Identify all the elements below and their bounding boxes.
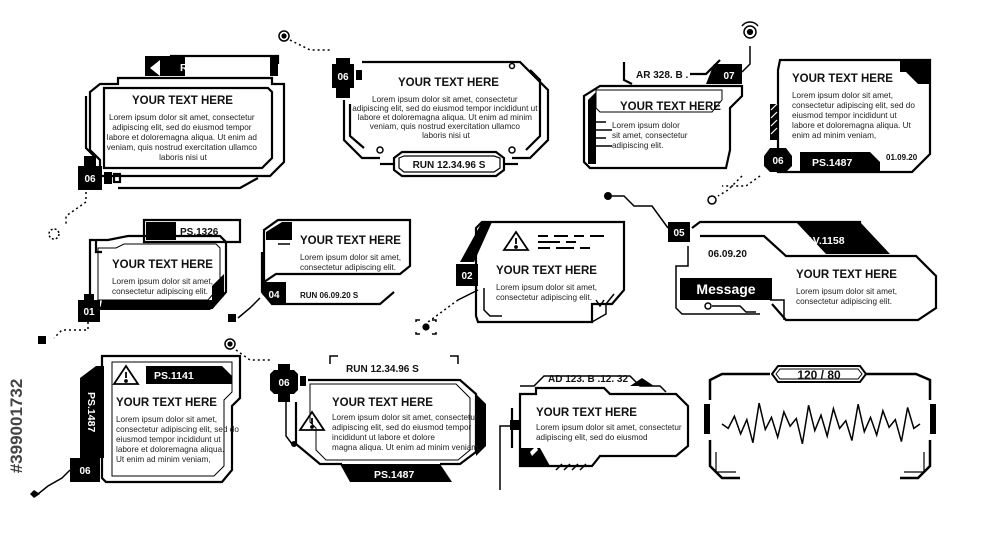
frame-5-title: YOUR TEXT HERE (112, 259, 213, 271)
frame-9-side-tag: PS.1487 (85, 392, 97, 432)
frame-2-tag: RUN 12.34.96 S (413, 160, 486, 171)
frame-11-body: Lorem ipsum dolor sit amet, consectetur … (536, 423, 684, 442)
heartbeat-waveform (721, 402, 921, 444)
frame-10-number: 06 (278, 378, 290, 389)
frame-3-body: Lorem ipsum dolor sit amet, consectetur … (612, 121, 690, 150)
frame-3-number: 07 (723, 71, 735, 82)
frame-4 (707, 58, 932, 205)
frame-7-number: 02 (461, 271, 473, 282)
frame-8-number: 05 (673, 228, 685, 239)
frame-1-tag: RUN 12.34.96 S (180, 62, 256, 74)
frame-5-tag: PS.1326 (180, 227, 219, 238)
frame-6-tag: RUN 06.09.20 S (300, 291, 359, 300)
frame-9-tag: PS.1141 (154, 370, 194, 382)
frame-9-number: 06 (79, 466, 91, 477)
frame-11 (499, 375, 690, 490)
frame-5-body: Lorem ipsum dolor sit amet, consectetur … (112, 277, 215, 296)
frame-2-number: 06 (337, 72, 349, 83)
frame-2-body: Lorem ipsum dolor sit amet, consectetur … (352, 95, 540, 140)
frame-9-title: YOUR TEXT HERE (116, 397, 217, 409)
frame-10-tag-2: PS.1487 (374, 469, 414, 481)
frame-4-body: Lorem ipsum dolor sit amet, consectetur … (792, 91, 917, 140)
frame-3-tag: AR 328. B . (636, 70, 688, 81)
frame-8-tag: AV.1158 (806, 235, 845, 247)
frame-2 (278, 30, 550, 178)
frame-1-number: 06 (84, 174, 96, 185)
frame-10-tag: RUN 12.34.96 S (346, 364, 419, 375)
frame-8-message: Message (696, 281, 755, 297)
frame-7-title: YOUR TEXT HERE (496, 265, 597, 277)
frame-4-number: 06 (772, 156, 784, 167)
frame-6-body: Lorem ipsum dolor sit amet, consectetur … (300, 253, 403, 272)
frame-12-readout: 120 / 80 (797, 368, 841, 382)
frame-7 (415, 220, 626, 335)
frame-4-date: 01.09.20 (886, 153, 918, 162)
frame-9-body: Lorem ipsum dolor sit amet, consectetur … (116, 415, 241, 464)
frame-8-date: 06.09.20 (708, 249, 747, 260)
frame-8 (604, 192, 938, 322)
frame-1 (48, 54, 286, 240)
frame-8-title: YOUR TEXT HERE (796, 269, 897, 281)
frame-10-title: YOUR TEXT HERE (332, 397, 433, 409)
frame-1-title: YOUR TEXT HERE (132, 95, 233, 107)
frame-6 (228, 218, 412, 322)
frame-5 (38, 218, 242, 344)
frame-4-title: YOUR TEXT HERE (792, 73, 893, 85)
frame-10-body: Lorem ipsum dolor sit amet, consectetur … (332, 413, 480, 452)
frame-1-body: Lorem ipsum dolor sit amet, consectetur … (107, 113, 259, 162)
frame-5-number: 01 (83, 307, 95, 318)
frame-6-title: YOUR TEXT HERE (300, 235, 401, 247)
frame-4-tag: PS.1487 (812, 157, 852, 169)
frame-11-title: YOUR TEXT HERE (536, 407, 637, 419)
frame-11-tag: AD 123. B .12. 32 (548, 374, 628, 385)
frame-7-body: Lorem ipsum dolor sit amet, consectetur … (496, 283, 599, 302)
frame-2-title: YOUR TEXT HERE (398, 77, 499, 89)
frame-3 (582, 21, 759, 170)
frame-8-body: Lorem ipsum dolor sit amet, consectetur … (796, 287, 899, 306)
frame-6-number: 04 (268, 290, 280, 301)
frame-10 (224, 338, 486, 482)
frame-3-title: YOUR TEXT HERE (620, 101, 721, 113)
frame-9 (30, 354, 242, 498)
frame-12 (704, 365, 936, 480)
